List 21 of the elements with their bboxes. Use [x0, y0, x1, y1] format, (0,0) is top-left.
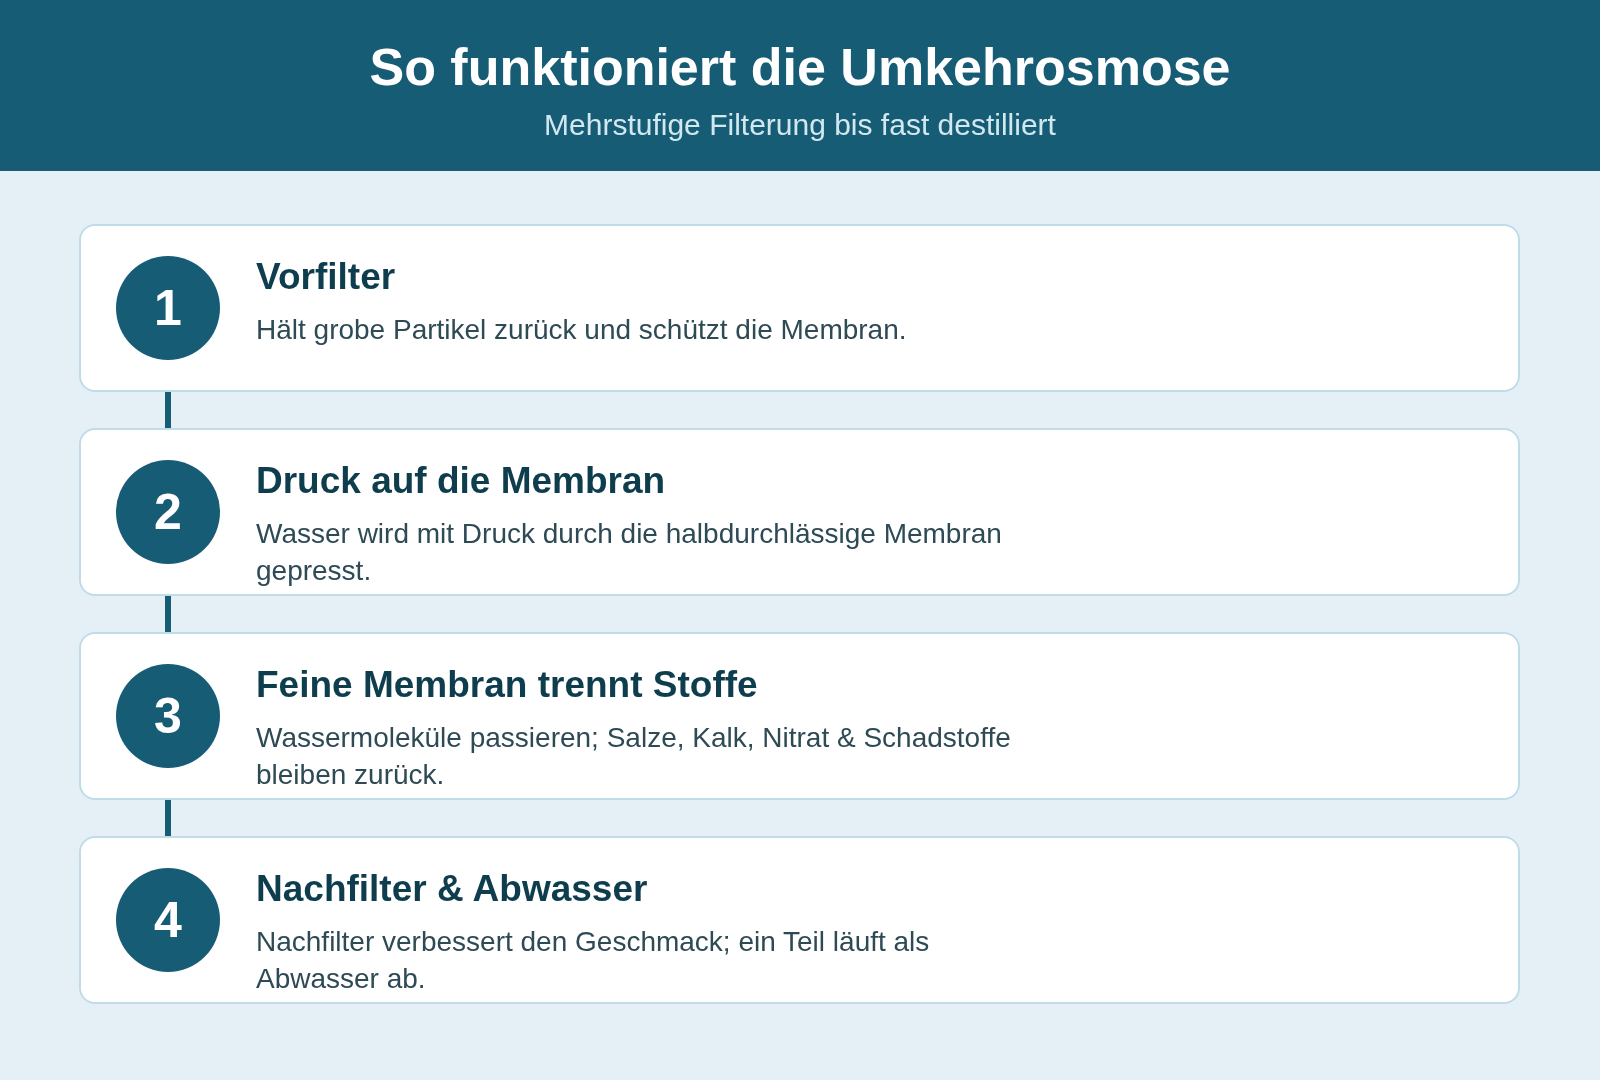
step-card [79, 428, 1520, 596]
step-description: Wassermoleküle passieren; Salze, Kalk, Nitrat & Schadstoffe bleiben zurück. [256, 721, 1012, 792]
step-description: Nachfilter verbessert den Geschmack; ein Teil läuft als Abwasser ab. [256, 925, 931, 996]
step-title: Druck auf die Membran [256, 459, 666, 503]
step-number: 3 [116, 664, 220, 768]
subtitle: Mehrstufige Filterung bis fast destilliert [544, 107, 1056, 143]
page-title: So funktioniert die Umkehrosmose [369, 37, 1231, 97]
step-description: Hält grobe Partikel zurück und schützt die Membran. [256, 313, 907, 347]
step-card [79, 632, 1520, 800]
connector-line [165, 392, 171, 428]
step-number: 1 [116, 256, 220, 360]
step-description: Wasser wird mit Druck durch die halbdurchlässige Membran gepresst. [256, 517, 1003, 588]
step-number: 4 [116, 868, 220, 972]
step-title: Nachfilter & Abwasser [256, 867, 648, 911]
step-card [79, 224, 1520, 392]
step-number: 2 [116, 460, 220, 564]
step-title: Vorfilter [256, 255, 396, 299]
connector-line [165, 596, 171, 632]
connector-line [165, 800, 171, 836]
step-title: Feine Membran trennt Stoffe [256, 663, 758, 707]
step-card [79, 836, 1520, 1004]
